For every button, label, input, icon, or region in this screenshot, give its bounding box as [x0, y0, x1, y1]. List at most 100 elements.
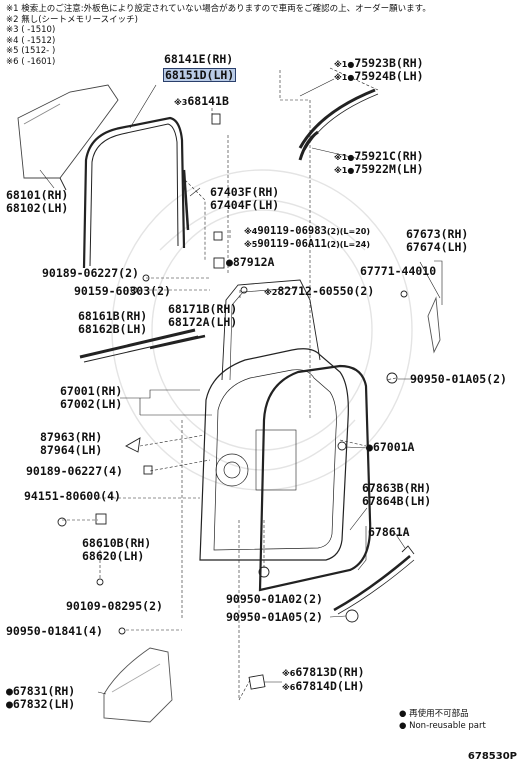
part-75922M[interactable]: ※1●75922M(LH) — [334, 163, 424, 176]
note-line: ※5 (1512- ) — [6, 46, 56, 56]
part-90159-60303[interactable]: 90159-60303(2) — [74, 284, 171, 298]
plug-67001A-icon — [337, 441, 347, 451]
part-94151-80600[interactable]: 94151-80600(4) — [24, 489, 121, 503]
part-qty-note: (2)(L=20) — [326, 227, 371, 236]
part-number: 67814D(LH) — [295, 679, 365, 693]
part-number: 90119-06983 — [257, 225, 327, 237]
part-number: 75922M(LH) — [354, 162, 424, 176]
part-67771-44010[interactable]: 67771-44010 — [360, 264, 437, 278]
plug-87912A-icon — [213, 257, 225, 269]
part-67404F[interactable]: 67404F(LH) — [210, 198, 280, 212]
part-82712-60550[interactable]: ※282712-60550(2) — [264, 285, 374, 298]
legend-en: ● Non-reusable part — [399, 721, 486, 731]
part-90950-01A05-a[interactable]: 90950-01A05(2) — [410, 372, 507, 386]
screw-90189-icon — [142, 274, 150, 282]
part-68102[interactable]: 68102(LH) — [6, 201, 69, 215]
remark-mark: ※6 — [282, 683, 296, 692]
part-67832[interactable]: ●67832(LH) — [6, 697, 76, 711]
part-number: 68141B — [187, 94, 229, 108]
note-line: ※4 ( -1512) — [6, 35, 56, 46]
part-90119-06A11[interactable]: ※590119-06A11(2)(L=24) — [244, 238, 370, 250]
screw-90159-icon — [130, 286, 138, 294]
part-number: 75923B(RH) — [354, 56, 424, 70]
part-67863B[interactable]: 67863B(RH) — [362, 481, 432, 495]
remark-mark: ※1● — [334, 73, 355, 82]
part-68141E[interactable]: 68141E(RH) — [164, 52, 234, 66]
legend-jp: ● 再使用不可部品 — [399, 709, 469, 719]
part-number: 75921C(RH) — [354, 149, 424, 163]
part-68162B[interactable]: 68162B(LH) — [78, 322, 148, 336]
plug-90950-01841-icon — [118, 627, 126, 635]
part-67001A[interactable]: ●67001A — [366, 440, 415, 454]
trim-moulding-shape — [427, 296, 441, 354]
part-68610B[interactable]: 68610B(RH) — [82, 536, 152, 550]
part-67674[interactable]: 67674(LH) — [406, 240, 469, 254]
clip-68141B-icon — [211, 113, 221, 125]
screw-82712-icon — [240, 286, 248, 294]
belt-weatherstrip-shape — [79, 328, 196, 359]
part-87912A[interactable]: ●87912A — [226, 255, 275, 269]
plug-90950-01A05-icon — [386, 372, 398, 384]
door-shell-shape — [199, 348, 349, 561]
remark-mark: ※2 — [264, 288, 278, 297]
remark-mark: ※1● — [334, 153, 355, 162]
part-68172A[interactable]: 68172A(LH) — [168, 315, 238, 329]
division-bar-shape — [182, 169, 190, 231]
part-number: 82712-60550(2) — [277, 284, 375, 298]
part-67002[interactable]: 67002(LH) — [60, 397, 123, 411]
plug-90950-01A05b-icon — [345, 609, 359, 623]
cover-87963-icon — [125, 437, 141, 453]
clip-67861A-icon — [401, 545, 415, 555]
part-67814D[interactable]: ※667814D(LH) — [282, 680, 365, 693]
door-glass-shape — [17, 84, 119, 179]
part-75923B[interactable]: ※1●75923B(RH) — [334, 57, 424, 70]
hinge-68610B-icon — [95, 513, 107, 525]
part-67673[interactable]: 67673(RH) — [406, 227, 469, 241]
part-75921C[interactable]: ※1●75921C(RH) — [334, 150, 424, 163]
remark-mark: ※1● — [334, 60, 355, 69]
part-68101[interactable]: 68101(RH) — [6, 188, 69, 202]
part-90109-08295[interactable]: 90109-08295(2) — [66, 599, 163, 613]
part-67813D[interactable]: ※667813D(RH) — [282, 666, 365, 679]
belt-weatherstrip-inner-shape — [149, 334, 206, 350]
part-75924B[interactable]: ※1●75924B(LH) — [334, 70, 424, 83]
part-67861A[interactable]: 67861A — [368, 525, 410, 539]
belt-molding-lower-shape — [298, 130, 319, 161]
note-line: ※1 検索上のご注意:外板色により設定されていない場合がありますので車両をご確認… — [6, 4, 431, 14]
part-90119-06983[interactable]: ※490119-06983(2)(L=20) — [244, 225, 370, 237]
note-line: ※3 ( -1510) — [6, 25, 56, 35]
remark-mark: ※5 — [244, 240, 258, 249]
part-68171B[interactable]: 68171B(RH) — [168, 302, 238, 316]
part-number: 67813D(RH) — [295, 665, 365, 679]
part-90950-01A02[interactable]: 90950-01A02(2) — [226, 592, 323, 606]
part-67831[interactable]: ●67831(RH) — [6, 684, 76, 698]
part-68161B[interactable]: 68161B(RH) — [78, 309, 148, 323]
belt-molding-shape — [298, 88, 376, 149]
part-90950-01A05-b[interactable]: 90950-01A05(2) — [226, 610, 323, 624]
part-67864B[interactable]: 67864B(LH) — [362, 494, 432, 508]
remark-mark: ※1● — [334, 166, 355, 175]
illustration-code: 678530P — [467, 751, 517, 762]
header-notes: ※1 検索上のご注意:外板色により設定されていない場合がありますので車両をご確認… — [6, 4, 431, 67]
part-90189-06227-a[interactable]: 90189-06227(2) — [42, 266, 139, 280]
part-68151D-highlighted[interactable]: 68151D(LH) — [163, 68, 237, 82]
part-87964[interactable]: 87964(LH) — [40, 443, 103, 457]
glass-run-channel-shape — [82, 116, 186, 269]
part-67001[interactable]: 67001(RH) — [60, 384, 123, 398]
part-90189-06227-b[interactable]: 90189-06227(4) — [26, 464, 123, 478]
bolt-94151-icon — [57, 517, 67, 527]
door-weatherstrip-shape — [258, 364, 372, 592]
service-hole-cover-shape — [103, 647, 173, 723]
part-qty-note: (2)(L=24) — [326, 240, 371, 249]
bolt-90119-icon — [213, 231, 223, 241]
cover-67813D-icon — [248, 674, 266, 690]
part-90950-01841[interactable]: 90950-01841(4) — [6, 624, 103, 638]
part-number: 75924B(LH) — [354, 69, 424, 83]
part-87963[interactable]: 87963(RH) — [40, 430, 103, 444]
part-67403F[interactable]: 67403F(RH) — [210, 185, 280, 199]
part-68620[interactable]: 68620(LH) — [82, 549, 145, 563]
note-line: ※2 無し(シートメモリースイッチ) — [6, 14, 138, 25]
part-68141B[interactable]: ※368141B — [174, 95, 229, 108]
remark-mark: ※4 — [244, 227, 258, 236]
